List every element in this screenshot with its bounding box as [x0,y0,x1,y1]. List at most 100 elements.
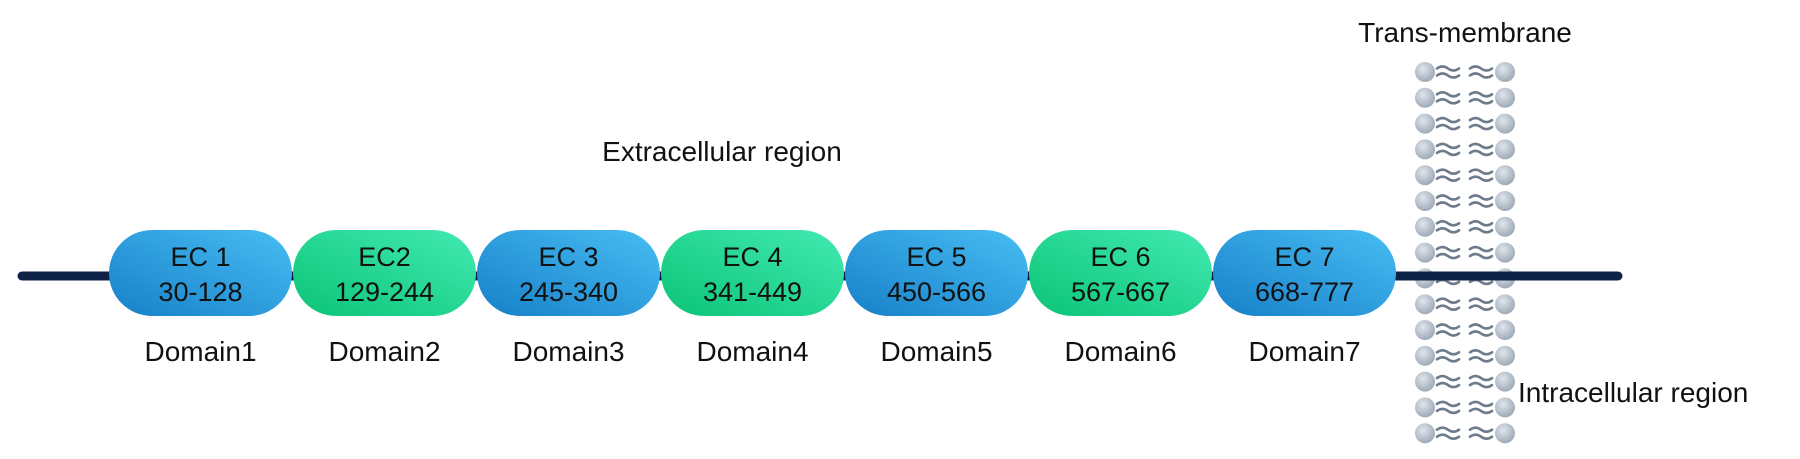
domain-pill [1029,230,1212,316]
lipid-tail [1468,227,1494,234]
lipid-tail [1435,433,1461,440]
lipid-tail [1435,168,1461,175]
lipid-head [1495,294,1515,315]
lipid-tail [1468,220,1494,227]
lipid-row [1415,294,1515,315]
lipid-head [1495,113,1515,134]
lipid-head [1495,423,1515,444]
lipid-head [1415,345,1435,366]
lipid-head [1415,62,1435,82]
domain-caption: Domain2 [328,336,440,367]
lipid-head [1415,371,1435,392]
domain-name: EC 6 [1090,242,1150,272]
domain-range: 450-566 [887,277,986,307]
lipid-tail [1468,98,1494,105]
domain-range: 668-777 [1255,277,1354,307]
lipid-row [1415,113,1515,134]
lipid-tail [1435,91,1461,98]
lipid-tail [1468,297,1494,304]
lipid-tail [1468,175,1494,182]
domain-name: EC 7 [1274,242,1334,272]
lipid-tail [1435,400,1461,408]
lipid-tail [1468,356,1494,363]
lipid-tail [1435,65,1461,72]
lipid-tail [1468,349,1494,356]
lipid-tail [1435,116,1461,124]
lipid-head [1415,87,1435,108]
domain-caption: Domain7 [1248,336,1360,367]
lipid-tail [1468,330,1494,337]
lipid-tail [1435,98,1461,105]
lipid-tail [1468,400,1494,408]
lipid-tail [1468,245,1494,253]
lipid-row [1415,191,1515,211]
lipid-tail [1468,72,1494,79]
domain-caption: Domain1 [144,336,256,367]
domain-range: 245-340 [519,277,618,307]
lipid-tail [1435,304,1461,311]
lipid-tail [1435,220,1461,227]
lipid-row [1415,87,1515,108]
lipid-row [1415,320,1515,340]
lipid-head [1415,165,1435,186]
lipid-tail [1435,356,1461,363]
domain-range: 567-667 [1071,277,1170,307]
lipid-tail [1468,323,1494,330]
lipid-head [1495,216,1515,237]
lipid-tail [1435,142,1461,150]
lipid-tail [1435,330,1461,337]
lipid-tail [1468,65,1494,72]
lipid-tail [1468,407,1494,415]
lipid-tail [1435,374,1461,382]
lipid-row [1415,397,1515,418]
domain-pill [477,230,660,316]
lipid-tail [1435,194,1461,201]
lipid-tail [1468,116,1494,124]
domain-pill [109,230,292,316]
lipid-tail [1435,297,1461,304]
lipid-head [1415,423,1435,444]
lipid-bilayer-membrane [1415,62,1515,444]
domain-caption: Domain3 [512,336,624,367]
lipid-tail [1468,142,1494,150]
lipid-tail [1435,381,1461,389]
lipid-head [1415,397,1435,418]
lipid-head [1495,397,1515,418]
lipid-tail [1435,201,1461,208]
lipid-row [1415,216,1515,237]
domain-pill [661,230,844,316]
lipid-tail [1435,227,1461,234]
lipid-head [1415,113,1435,134]
lipid-row [1415,423,1515,444]
lipid-head [1415,191,1435,211]
lipid-tail [1435,72,1461,79]
domain-pill [1213,230,1396,316]
domain-caption: Domain5 [880,336,992,367]
lipid-row [1415,62,1515,82]
domain-name: EC 1 [170,242,230,272]
lipid-tail [1435,407,1461,415]
lipid-row [1415,165,1515,186]
domain-range: 341-449 [703,277,802,307]
lipid-head [1415,320,1435,340]
lipid-tail [1468,91,1494,98]
lipid-head [1415,139,1435,160]
domain-pill [845,230,1028,316]
lipid-tail [1435,123,1461,131]
domain-caption: Domain6 [1064,336,1176,367]
lipid-head [1415,294,1435,315]
lipid-head [1415,216,1435,237]
lipid-tail [1435,252,1461,260]
lipid-tail [1435,349,1461,356]
lipid-row [1415,242,1515,263]
domain-name: EC 3 [538,242,598,272]
lipid-head [1415,242,1435,263]
lipid-head [1495,87,1515,108]
transmembrane-label: Trans-membrane [1358,17,1572,48]
domain-name: EC 4 [722,242,782,272]
